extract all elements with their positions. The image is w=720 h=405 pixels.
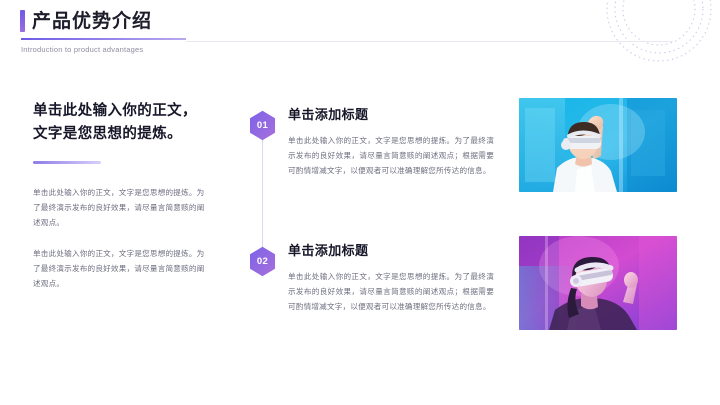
page-title: 产品优势介绍 — [32, 10, 153, 32]
step-badge-01-label: 01 — [256, 120, 269, 131]
content-block-1: 单击添加标题 单击此处输入你的正文，文字是您思想的提炼。为了最终演示发布的良好效… — [288, 104, 494, 178]
hexagon-icon — [250, 246, 275, 277]
lead-underline — [33, 160, 101, 164]
left-paragraph-1: 单击此处输入你的正文，文字是您思想的提炼。为了最终演示发布的良好效果，请尽量言简… — [33, 187, 205, 227]
title-underline — [21, 38, 186, 40]
title-accent-bar — [20, 10, 25, 32]
photo-vr-woman-looking-up — [519, 236, 677, 330]
content-block-2-body: 单击此处输入你的正文，文字是您思想的提炼。为了最终演示发布的良好效果，请尽量言简… — [288, 272, 494, 311]
timeline-connector — [262, 126, 263, 262]
step-badge-02-label: 02 — [256, 256, 269, 267]
content-block-1-body: 单击此处输入你的正文，文字是您思想的提炼。为了最终演示发布的良好效果，请尽量言简… — [288, 136, 494, 175]
content-block-2: 单击添加标题 单击此处输入你的正文，文字是您思想的提炼。为了最终演示发布的良好效… — [288, 240, 494, 314]
photo-vr-woman-reaching — [519, 98, 677, 192]
content-block-1-title: 单击添加标题 — [288, 107, 369, 122]
photo-vr-woman-reaching-graphic — [519, 98, 677, 192]
slide-header: 产品优势介绍 Introduction to product advantage… — [20, 10, 340, 54]
step-badge-02: 02 — [249, 246, 276, 277]
header-divider — [186, 41, 673, 42]
photo-vr-woman-looking-up-graphic — [519, 236, 677, 330]
dotted-arc-decoration — [606, 0, 712, 62]
lead-paragraph: 单击此处输入你的正文，文字是您思想的提炼。 — [33, 103, 197, 143]
hexagon-icon — [250, 110, 275, 141]
left-paragraph-2: 单击此处输入你的正文，文字是您思想的提炼。为了最终演示发布的良好效果，请尽量言简… — [33, 249, 205, 288]
page-subtitle: Introduction to product advantages — [21, 45, 144, 54]
left-text-column: 单击此处输入你的正文，文字是您思想的提炼。 单击此处输入你的正文，文字是您思想的… — [33, 100, 208, 292]
title-row: 产品优势介绍 — [20, 10, 340, 32]
step-badge-01: 01 — [249, 110, 276, 141]
content-block-2-title: 单击添加标题 — [288, 243, 369, 258]
